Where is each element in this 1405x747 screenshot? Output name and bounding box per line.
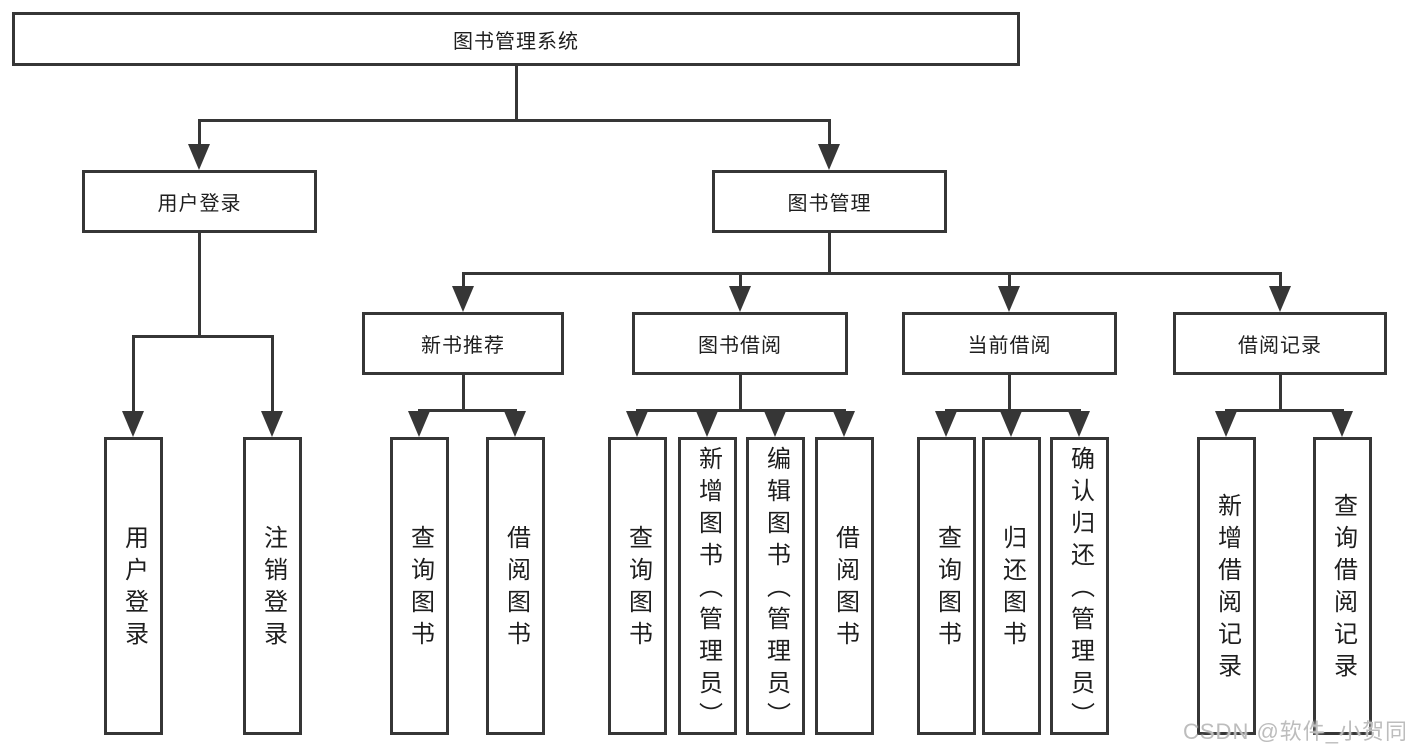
leaf-cu-confirm-return-admin: 确认归还（管理员）: [1050, 437, 1109, 735]
connector-current-stem: [1008, 375, 1011, 411]
leaf-user-login: 用户登录: [104, 437, 163, 735]
arrow-to-bw-query: [626, 411, 648, 437]
leaf-bw-edit-books-admin: 编辑图书（管理员）: [746, 437, 805, 735]
connector-level3-bar: [462, 272, 1282, 275]
connector-new-books-bar: [418, 409, 517, 412]
connector-current-drop: [1008, 272, 1011, 288]
arrow-to-rc-add: [1215, 411, 1237, 437]
connector-book-mgmt-drop: [828, 119, 831, 146]
arrow-to-nb-query: [408, 411, 430, 437]
arrow-to-bw-add: [696, 411, 718, 437]
arrow-to-cu-return: [1000, 411, 1022, 437]
connector-records-stem: [1279, 375, 1282, 411]
arrow-to-current: [998, 286, 1020, 312]
leaf-rc-add-record: 新增借阅记录: [1197, 437, 1256, 735]
connector-borrowing-bar: [636, 409, 846, 412]
node-borrowing: 图书借阅: [632, 312, 848, 375]
connector-level2-bar: [198, 119, 831, 122]
arrow-to-new-books: [452, 286, 474, 312]
connector-borrowing-drop: [739, 272, 742, 288]
arrow-to-nb-borrow: [504, 411, 526, 437]
arrow-to-user-login: [188, 144, 210, 170]
watermark: CSDN @软件_小贺同学: [1183, 719, 1405, 744]
node-root: 图书管理系统: [12, 12, 1020, 66]
node-current: 当前借阅: [902, 312, 1117, 375]
connector-leaf-logout-drop: [271, 335, 274, 413]
connector-new-books-drop: [462, 272, 465, 288]
connector-root-stem: [515, 66, 518, 122]
arrow-to-book-mgmt: [818, 144, 840, 170]
arrow-to-cu-query: [935, 411, 957, 437]
connector-user-login-drop: [198, 119, 201, 146]
arrow-to-leaf-logout: [261, 411, 283, 437]
connector-book-mgmt-stem: [828, 233, 831, 274]
node-records: 借阅记录: [1173, 312, 1387, 375]
connector-new-books-stem: [462, 375, 465, 411]
arrow-to-leaf-login: [122, 411, 144, 437]
leaf-nb-borrow-books: 借阅图书: [486, 437, 545, 735]
leaf-rc-query-record: 查询借阅记录: [1313, 437, 1372, 735]
leaf-bw-borrow-books: 借阅图书: [815, 437, 874, 735]
arrow-to-cu-confirm: [1068, 411, 1090, 437]
connector-user-login-bar: [132, 335, 274, 338]
arrow-to-borrowing: [729, 286, 751, 312]
node-book-mgmt: 图书管理: [712, 170, 947, 233]
arrow-to-rc-query: [1331, 411, 1353, 437]
arrow-to-records: [1269, 286, 1291, 312]
connector-borrowing-stem: [739, 375, 742, 411]
connector-user-login-stem: [198, 233, 201, 337]
arrow-to-bw-borrow: [833, 411, 855, 437]
node-new-books: 新书推荐: [362, 312, 564, 375]
leaf-bw-query-books: 查询图书: [608, 437, 667, 735]
leaf-nb-query-books: 查询图书: [390, 437, 449, 735]
leaf-bw-add-books-admin: 新增图书（管理员）: [678, 437, 737, 735]
connector-records-bar: [1225, 409, 1344, 412]
connector-records-drop: [1279, 272, 1282, 288]
connector-current-bar: [945, 409, 1081, 412]
connector-leaf-login-drop: [132, 335, 135, 413]
leaf-cu-query-books: 查询图书: [917, 437, 976, 735]
leaf-cu-return-books: 归还图书: [982, 437, 1041, 735]
node-user-login: 用户登录: [82, 170, 317, 233]
leaf-logout: 注销登录: [243, 437, 302, 735]
arrow-to-bw-edit: [764, 411, 786, 437]
